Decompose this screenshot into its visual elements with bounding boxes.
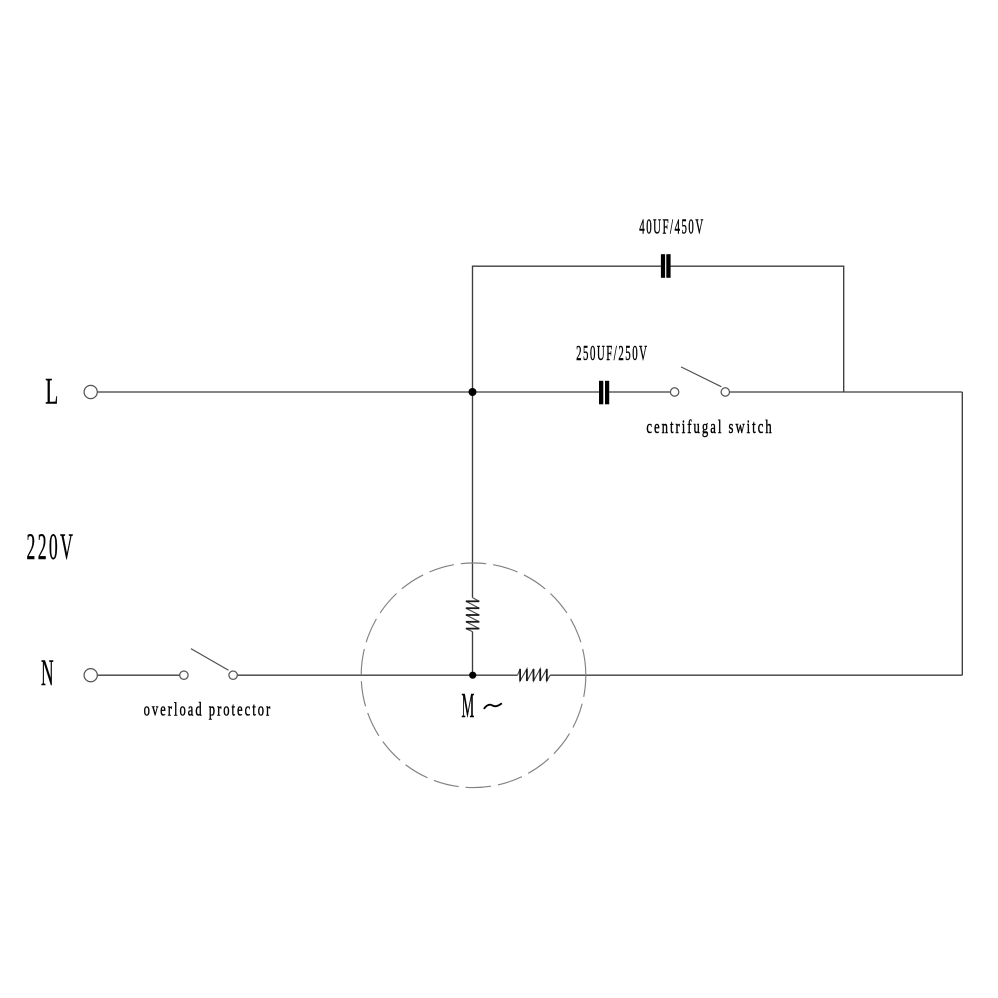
svg-text:centrifugal switch: centrifugal switch (646, 417, 773, 438)
svg-text:overload protector: overload protector (144, 700, 273, 721)
svg-text:40UF/450V: 40UF/450V (639, 215, 704, 239)
svg-text:L: L (45, 372, 58, 413)
svg-text:M: M (462, 687, 475, 725)
svg-text:250UF/250V: 250UF/250V (576, 341, 648, 365)
svg-text:220V: 220V (27, 527, 76, 568)
svg-text:N: N (41, 653, 54, 694)
